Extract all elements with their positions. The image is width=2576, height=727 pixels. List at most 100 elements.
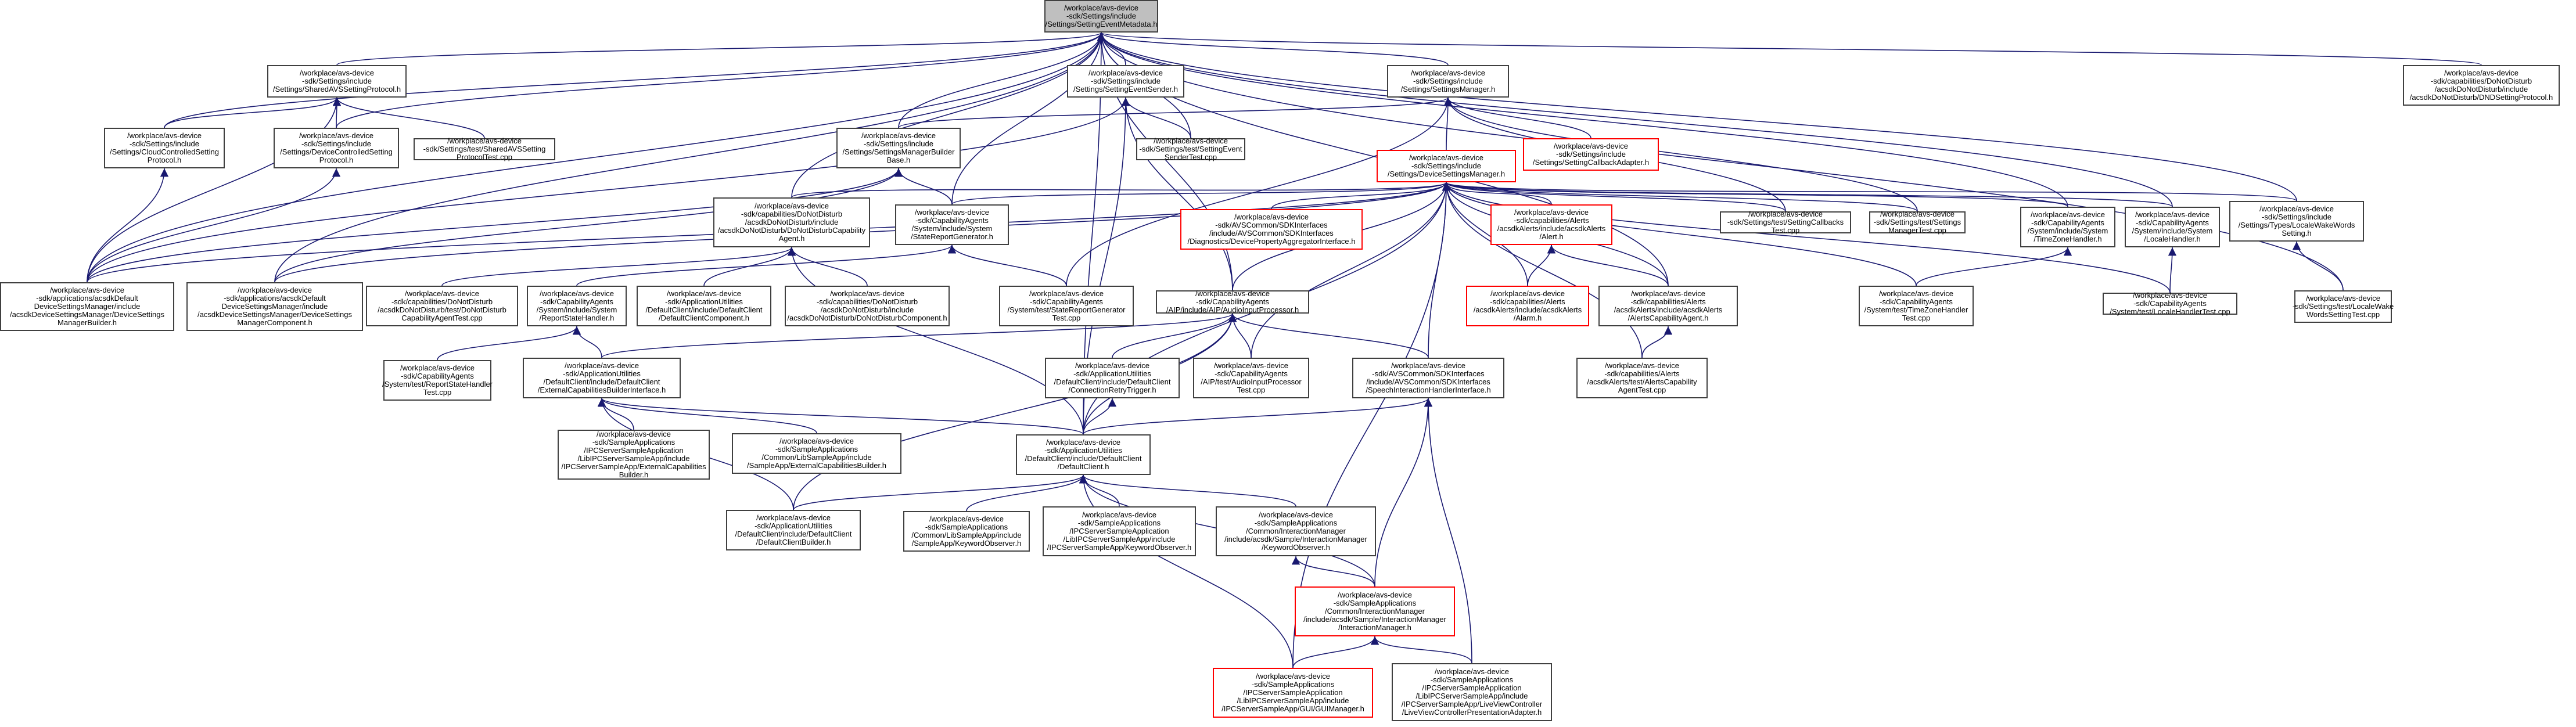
node-label-line: /IPCServerSampleApplication <box>584 446 684 455</box>
node-audio-input-processor[interactable]: /workplace/avs-device-sdk/CapabilityAgen… <box>1156 290 1309 314</box>
node-sampleapp-ext-cap-builder[interactable]: /workplace/avs-device-sdk/SampleApplicat… <box>732 433 901 474</box>
node-label: /workplace/avs-device-sdk/ApplicationUti… <box>1054 362 1171 394</box>
node-label-line: /Settings/SettingCallbackAdapter.h <box>1532 158 1650 167</box>
node-label-line: /workplace/avs-device <box>667 289 741 298</box>
node-label-line: /IPCServerSampleApp/ExternalCapabilities <box>561 462 706 471</box>
node-label-line: /System/test/TimeZoneHandler <box>1864 305 1968 314</box>
node-label: /workplace/avs-device-sdk/CapabilityAgen… <box>382 364 493 397</box>
node-label: /workplace/avs-device-sdk/Settings/inclu… <box>280 132 393 164</box>
node-aip-test[interactable]: /workplace/avs-device-sdk/CapabilityAgen… <box>1193 358 1309 398</box>
node-timezone-handler[interactable]: /workplace/avs-device-sdk/CapabilityAgen… <box>2020 207 2115 247</box>
node-ipc-ext-cap-builder[interactable]: /workplace/avs-device-sdk/SampleApplicat… <box>558 430 710 480</box>
node-label-line: -sdk/CapabilityAgents <box>2031 218 2104 227</box>
node-label-line: /workplace/avs-device <box>1214 361 1288 370</box>
node-settings-manager-test[interactable]: /workplace/avs-device-sdk/Settings/test/… <box>1869 210 1966 235</box>
node-locale-handler[interactable]: /workplace/avs-device-sdk/CapabilityAgen… <box>2125 207 2220 247</box>
node-label-line: /workplace/avs-device <box>830 289 904 298</box>
node-label: /workplace/avs-device-sdk/SampleApplicat… <box>561 430 706 479</box>
node-label-line: /include/AVSCommon/SDKInterfaces <box>1366 377 1490 386</box>
edge-default-client-builder-to-default-client <box>793 474 1087 510</box>
node-label-line: -sdk/capabilities/Alerts <box>1604 369 1680 378</box>
node-default-client[interactable]: /workplace/avs-device-sdk/ApplicationUti… <box>1016 434 1151 475</box>
node-alerts-capability-agent[interactable]: /workplace/avs-device-sdk/capabilities/A… <box>1598 286 1738 326</box>
node-label-line: /workplace/avs-device <box>1259 510 1333 519</box>
node-label-line: -sdk/capabilities/DoNotDisturb <box>391 297 493 306</box>
node-callback-adapter[interactable]: /workplace/avs-device-sdk/Settings/inclu… <box>1523 138 1659 171</box>
node-settings-manager[interactable]: /workplace/avs-device-sdk/Settings/inclu… <box>1387 65 1509 98</box>
node-label-line: Test.cpp <box>423 388 452 397</box>
node-alerts-agent-test[interactable]: /workplace/avs-device-sdk/capabilities/A… <box>1576 358 1708 398</box>
node-dnd-component[interactable]: /workplace/avs-device-sdk/capabilities/D… <box>785 286 950 326</box>
edge-ipc-ext-cap-builder-to-ext-cap-builder-if <box>597 398 634 430</box>
node-label-line: -sdk/CapabilityAgents <box>2133 299 2207 308</box>
edge-live-view-presentation-to-speech-interaction <box>1424 398 1472 664</box>
node-default-client-builder[interactable]: /workplace/avs-device-sdk/ApplicationUti… <box>726 510 861 550</box>
node-device-controlled[interactable]: /workplace/avs-device-sdk/Settings/inclu… <box>274 128 399 168</box>
node-cloud-controlled[interactable]: /workplace/avs-device-sdk/Settings/inclu… <box>104 128 225 168</box>
node-default-client-component[interactable]: /workplace/avs-device-sdk/ApplicationUti… <box>637 286 771 326</box>
node-interaction-manager[interactable]: /workplace/avs-device-sdk/SampleApplicat… <box>1295 586 1455 636</box>
node-label: /workplace/avs-device-sdk/CapabilityAgen… <box>1201 362 1301 394</box>
node-device-settings-manager[interactable]: /workplace/avs-device-sdk/Settings/inclu… <box>1377 150 1516 182</box>
node-label-line: /SampleApp/ExternalCapabilitiesBuilder.h <box>747 461 886 470</box>
node-dnd-setting-protocol[interactable]: /workplace/avs-device-sdk/capabilities/D… <box>2403 65 2560 106</box>
node-report-state-test[interactable]: /workplace/avs-device-sdk/CapabilityAgen… <box>382 360 493 401</box>
node-label-line: /System/include/System <box>536 305 617 314</box>
edge-locale-handler-to-device-settings-manager <box>1442 182 2173 207</box>
node-dsm-builder[interactable]: /workplace/avs-device-sdk/applications/a… <box>0 282 174 331</box>
node-shared-proto[interactable]: /workplace/avs-device-sdk/Settings/inclu… <box>267 65 407 98</box>
node-alerts-alert[interactable]: /workplace/avs-device-sdk/capabilities/A… <box>1490 204 1612 245</box>
node-label-line: -sdk/Settings/test/SettingCallbacks <box>1727 218 1844 226</box>
node-label-line: ProtocolTest.cpp <box>456 153 513 161</box>
node-state-report-test[interactable]: /workplace/avs-device-sdk/CapabilityAgen… <box>999 286 1134 326</box>
edge-dsm-builder-to-manager-builder-base <box>87 168 903 283</box>
edge-default-client-to-ext-cap-builder-if <box>598 398 1084 435</box>
node-label-line: -sdk/SampleApplications <box>1254 519 1338 527</box>
node-label-line: /Common/InteractionManager <box>1325 607 1425 616</box>
node-locale-wake-words[interactable]: /workplace/avs-device-sdk/Settings/inclu… <box>2229 201 2364 242</box>
node-alerts-alarm[interactable]: /workplace/avs-device-sdk/capabilities/A… <box>1466 286 1589 326</box>
node-sampleapp-keyword-observer[interactable]: /workplace/avs-device-sdk/SampleApplicat… <box>903 511 1030 552</box>
node-timezone-test[interactable]: /workplace/avs-device-sdk/CapabilityAgen… <box>1859 286 1974 326</box>
node-manager-builder-base[interactable]: /workplace/avs-device-sdk/Settings/inclu… <box>836 128 961 168</box>
edge-ext-cap-builder-if-to-audio-input-processor <box>601 313 1237 358</box>
node-label-line: /DefaultClient.h <box>1057 462 1109 471</box>
node-label-line: /workplace/avs-device <box>2031 210 2105 219</box>
node-label-line: /workplace/avs-device <box>1435 667 1509 676</box>
node-label-line: -sdk/Settings/include <box>302 77 372 85</box>
node-diag-aggregator[interactable]: /workplace/avs-device-sdk/AVSCommon/SDKI… <box>1180 209 1363 250</box>
node-speech-interaction[interactable]: /workplace/avs-device-sdk/AVSCommon/SDKI… <box>1352 358 1504 398</box>
node-label-line: Protocol.h <box>319 156 354 164</box>
node-label: /workplace/avs-device-sdk/capabilities/D… <box>718 202 865 243</box>
node-locale-wake-test[interactable]: /workplace/avs-device-sdk/Settings/test/… <box>2293 290 2394 323</box>
node-report-state-handler[interactable]: /workplace/avs-device-sdk/CapabilityAgen… <box>527 286 627 326</box>
node-locale-handler-test[interactable]: /workplace/avs-device-sdk/CapabilityAgen… <box>2103 291 2237 316</box>
node-gui-manager[interactable]: /workplace/avs-device-sdk/SampleApplicat… <box>1213 668 1373 718</box>
node-dsm-component[interactable]: /workplace/avs-device-sdk/applications/a… <box>186 282 363 331</box>
node-label: /workplace/avs-device-sdk/SampleApplicat… <box>1303 591 1446 632</box>
node-connection-retry[interactable]: /workplace/avs-device-sdk/ApplicationUti… <box>1045 358 1180 398</box>
node-label: /workplace/avs-device-sdk/capabilities/A… <box>1497 208 1605 241</box>
node-label-line: /System/include/System <box>2027 226 2108 235</box>
node-state-report-generator[interactable]: /workplace/avs-device-sdk/CapabilityAgen… <box>895 204 1009 245</box>
node-ext-cap-builder-if[interactable]: /workplace/avs-device-sdk/ApplicationUti… <box>523 358 681 398</box>
node-dnd-agent-test[interactable]: /workplace/avs-device-sdk/capabilities/D… <box>366 286 518 326</box>
node-event-sender[interactable]: /workplace/avs-device-sdk/Settings/inclu… <box>1067 65 1184 98</box>
node-dnd-capability-agent[interactable]: /workplace/avs-device-sdk/capabilities/D… <box>713 197 870 247</box>
node-event-sender-test[interactable]: /workplace/avs-device-sdk/Settings/test/… <box>1136 137 1245 161</box>
node-live-view-presentation[interactable]: /workplace/avs-device-sdk/SampleApplicat… <box>1392 663 1552 721</box>
edge-alerts-agent-test-to-alerts-capability-agent <box>1641 326 1673 358</box>
edge-default-client-builder-to-audio-input-processor <box>793 313 1237 510</box>
node-label-line: -sdk/ApplicationUtilities <box>1073 369 1151 378</box>
node-label-line: /workplace/avs-device <box>1082 510 1156 519</box>
edge-settings-manager-test-to-device-settings-manager <box>1442 182 1918 212</box>
node-common-keyword-observer[interactable]: /workplace/avs-device-sdk/SampleApplicat… <box>1216 506 1376 556</box>
node-shared-proto-test[interactable]: /workplace/avs-device-sdk/Settings/test/… <box>414 137 555 161</box>
edge-locale-wake-words-to-device-settings-manager <box>1442 182 2297 201</box>
node-ipc-keyword-observer[interactable]: /workplace/avs-device-sdk/SampleApplicat… <box>1043 506 1196 556</box>
node-label: /workplace/avs-device-sdk/capabilities/D… <box>378 290 506 322</box>
node-label-line: -sdk/CapabilityAgents <box>1030 297 1103 306</box>
node-setting-callbacks-test[interactable]: /workplace/avs-device-sdk/Settings/test/… <box>1720 210 1851 235</box>
node-label-line: Protocol.h <box>147 156 182 164</box>
